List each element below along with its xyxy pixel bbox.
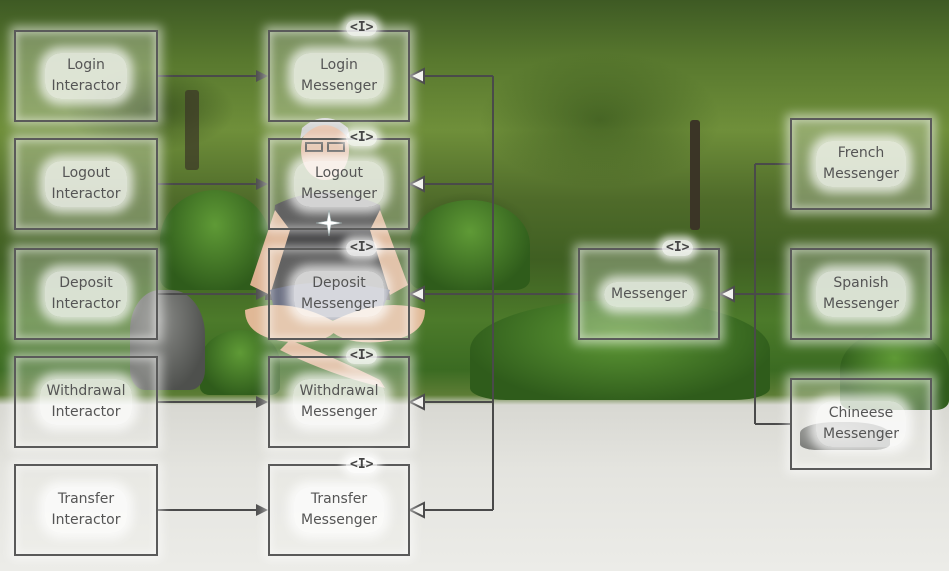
withdrawal-interactor-label: Withdrawal Interactor [39,379,133,425]
french-messenger-label: French Messenger [815,141,907,187]
hedge [200,330,280,395]
inherits-arrowhead [407,393,425,411]
chinese-messenger-label: Chineese Messenger [815,401,907,447]
login-messenger-label: Login Messenger [293,53,385,99]
withdrawal-messenger-label: Withdrawal Messenger [292,379,386,425]
uses-arrowhead [256,504,268,516]
withdrawal-messenger-box: Withdrawal Messenger [268,356,410,448]
transfer-messenger-box: Transfer Messenger [268,464,410,556]
hedge [410,200,530,290]
interface-stereotype: <I> [346,348,378,364]
logout-messenger-label: Logout Messenger [293,161,385,207]
inherits-arrowhead [407,501,425,519]
login-interactor-label: Login Interactor [44,53,128,99]
spanish-messenger-box: Spanish Messenger [790,248,932,340]
transfer-interactor-label: Transfer Interactor [44,487,128,533]
uses-arrowhead [256,396,268,408]
base-messenger-label: Messenger [603,281,695,307]
deposit-messenger-box: Deposit Messenger [268,248,410,340]
french-messenger-box: French Messenger [790,118,932,210]
logout-interactor-box: Logout Interactor [14,138,158,230]
deposit-interactor-label: Deposit Interactor [44,271,128,317]
inherits-arrowhead [407,285,425,303]
rock [130,290,205,390]
withdrawal-interactor-box: Withdrawal Interactor [14,356,158,448]
uses-arrowhead [256,288,268,300]
login-messenger-box: Login Messenger [268,30,410,122]
transfer-messenger-label: Transfer Messenger [293,487,385,533]
interface-stereotype: <I> [346,130,378,146]
login-interactor-box: Login Interactor [14,30,158,122]
base-messenger-box: Messenger [578,248,720,340]
uses-arrowhead [256,70,268,82]
sparkle-icon [315,209,343,237]
deposit-interactor-box: Deposit Interactor [14,248,158,340]
inherits-arrowhead [407,175,425,193]
tree-trunk [185,90,199,170]
interface-stereotype: <I> [346,240,378,256]
uses-arrowhead [256,178,268,190]
inherits-arrowhead [407,67,425,85]
deposit-messenger-label: Deposit Messenger [293,271,385,317]
spanish-messenger-label: Spanish Messenger [815,271,907,317]
inherits-arrowhead [717,285,735,303]
logout-messenger-box: Logout Messenger [268,138,410,230]
hedge [160,190,270,290]
logout-interactor-label: Logout Interactor [44,161,128,207]
tree-trunk [690,120,700,230]
interface-stereotype: <I> [346,20,378,36]
interface-stereotype: <I> [346,457,378,473]
interface-stereotype: <I> [662,240,694,256]
transfer-interactor-box: Transfer Interactor [14,464,158,556]
hedge [470,300,770,400]
chinese-messenger-box: Chineese Messenger [790,378,932,470]
